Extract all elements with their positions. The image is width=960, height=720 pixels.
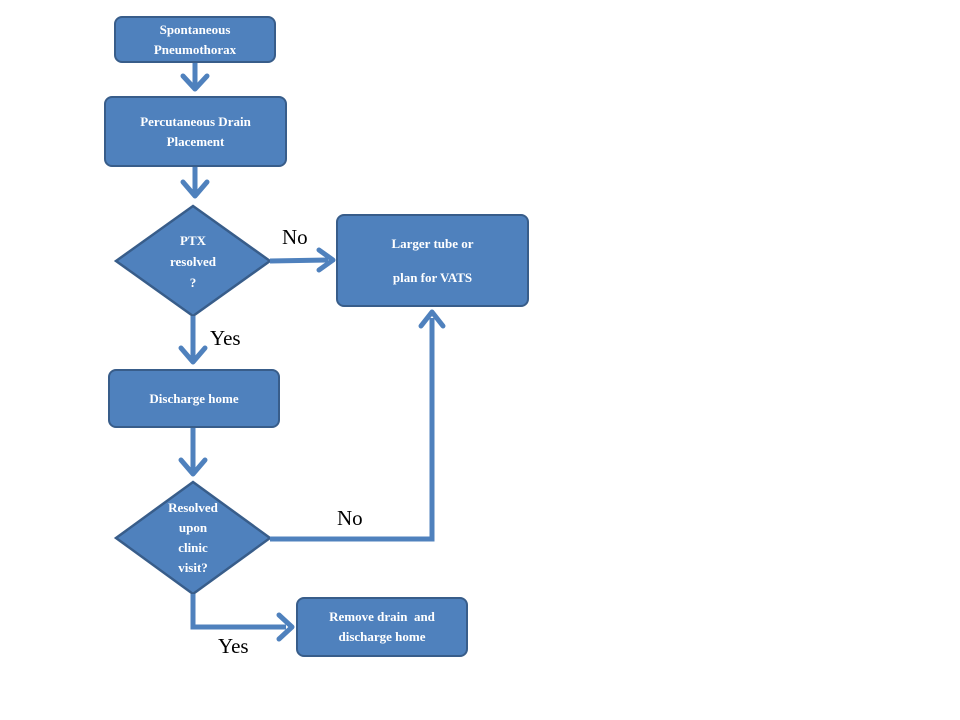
arrow-ptx-no-to-larger-tube bbox=[269, 257, 329, 264]
arrowhead-remove-drain bbox=[276, 612, 295, 642]
larger-tube-line-2: plan for VATS bbox=[392, 269, 473, 285]
spontaneous-line-2: Pneumothorax bbox=[153, 41, 237, 57]
arrowhead-drain bbox=[180, 73, 210, 92]
ptx-no-label: No bbox=[282, 225, 308, 249]
ptx-line-1: PTX bbox=[180, 233, 206, 248]
arrow-clinic-yes-to-remove-drain bbox=[190, 594, 286, 630]
larger-tube-line-1: Larger tube or bbox=[391, 235, 474, 251]
arrowhead-larger-tube-left bbox=[316, 247, 336, 273]
remove-drain-line-2: discharge home bbox=[338, 629, 426, 644]
clinic-resolved-label: Resolved upon clinic visit? bbox=[143, 498, 243, 578]
drain-line-1: Percutaneous Drain bbox=[140, 113, 251, 129]
arrowhead-ptx bbox=[180, 179, 210, 199]
drain-line-2: Placement bbox=[166, 133, 225, 149]
clinic-line-2: upon bbox=[178, 520, 208, 535]
arrowhead-larger-tube-bottom bbox=[418, 309, 446, 329]
discharge-line-1: Discharge home bbox=[149, 390, 239, 406]
spontaneous-pneumothorax-box: Spontaneous Pneumothorax bbox=[114, 16, 276, 63]
remove-drain-box: Remove drain and discharge home bbox=[296, 597, 468, 657]
arrowhead-clinic bbox=[178, 457, 208, 477]
percutaneous-drain-box: Percutaneous Drain Placement bbox=[104, 96, 287, 167]
clinic-line-3: clinic bbox=[178, 540, 208, 555]
clinic-line-1: Resolved bbox=[168, 500, 218, 515]
spontaneous-line-1: Spontaneous bbox=[159, 21, 231, 37]
discharge-home-box: Discharge home bbox=[108, 369, 280, 428]
ptx-resolved-label: PTX resolved ? bbox=[143, 230, 243, 293]
ptx-line-2: resolved bbox=[170, 254, 216, 269]
clinic-yes-label: Yes bbox=[218, 634, 249, 658]
clinic-no-label: No bbox=[337, 506, 363, 530]
arrowhead-discharge bbox=[178, 345, 208, 365]
larger-tube-box: Larger tube or plan for VATS bbox=[336, 214, 529, 307]
clinic-line-4: visit? bbox=[178, 560, 208, 575]
arrow-clinic-no-to-larger-tube bbox=[270, 318, 435, 542]
ptx-yes-label: Yes bbox=[210, 326, 241, 350]
remove-drain-line-1: Remove drain and bbox=[329, 609, 435, 624]
ptx-line-3: ? bbox=[189, 275, 197, 290]
